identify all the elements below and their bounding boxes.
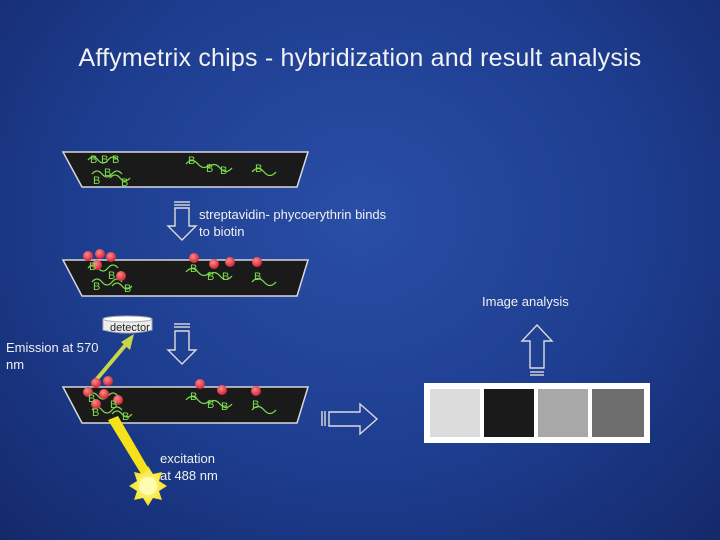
biotin-label: B bbox=[252, 399, 259, 411]
phycoerythrin-dot bbox=[106, 252, 116, 262]
probe-strand bbox=[111, 410, 133, 418]
probe-strand bbox=[251, 405, 277, 415]
down-arrow-icon bbox=[166, 201, 198, 241]
biotin-label: B bbox=[88, 393, 95, 405]
chip-2-phycoerythrin bbox=[83, 249, 262, 281]
biotin-label: B bbox=[221, 401, 228, 413]
emission-arrow-icon bbox=[94, 334, 134, 382]
result-cell bbox=[592, 389, 644, 437]
chip-1: B B B B B B B B B B bbox=[61, 151, 310, 189]
phycoerythrin-dot bbox=[209, 259, 219, 269]
phycoerythrin-dot bbox=[225, 257, 235, 267]
result-image-bar bbox=[424, 383, 650, 443]
biotin-label: B bbox=[255, 163, 262, 175]
chip-3: B B B B B B B B bbox=[61, 376, 310, 424]
biotin-label: B bbox=[93, 175, 100, 187]
biotin-label: B bbox=[92, 407, 99, 419]
emission-line1: Emission at 570 bbox=[6, 340, 99, 355]
probe-strand bbox=[185, 159, 211, 169]
phycoerythrin-dot bbox=[113, 395, 123, 405]
phycoerythrin-dot bbox=[195, 379, 205, 389]
biotin-label: B bbox=[207, 399, 214, 411]
phycoerythrin-dot bbox=[252, 257, 262, 267]
biotin-label: B bbox=[190, 263, 197, 275]
excitation-label: excitation at 488 nm bbox=[160, 450, 218, 484]
probe-strand bbox=[109, 174, 131, 182]
chip-3-body bbox=[61, 386, 310, 424]
up-arrow-icon bbox=[520, 323, 554, 376]
biotin-label: B bbox=[122, 411, 129, 423]
chip-2-biotin-labels: B B B B B B B B bbox=[89, 261, 261, 295]
chip-2: B B B B B B B B bbox=[61, 249, 310, 297]
slide-title: Affymetrix chips - hybridization and res… bbox=[78, 44, 642, 72]
excitation-beam bbox=[108, 416, 154, 482]
biotin-label: B bbox=[89, 261, 96, 273]
phycoerythrin-dot bbox=[217, 385, 227, 395]
probe-strand bbox=[207, 399, 233, 409]
phycoerythrin-dot bbox=[91, 378, 101, 388]
phycoerythrin-dot bbox=[251, 386, 261, 396]
result-cell bbox=[538, 389, 588, 437]
emission-line2: nm bbox=[6, 357, 25, 372]
result-cell bbox=[430, 389, 480, 437]
excitation-line1: excitation bbox=[160, 451, 215, 466]
emission-label: Emission at 570 nm bbox=[6, 339, 99, 373]
chip-1-body bbox=[61, 151, 310, 188]
result-cell bbox=[484, 389, 534, 437]
probe-strand bbox=[251, 277, 277, 287]
biotin-label: B bbox=[93, 281, 100, 293]
chip-3-phycoerythrin bbox=[83, 376, 261, 409]
phycoerythrin-dot bbox=[95, 249, 105, 259]
biotin-label: B bbox=[110, 399, 117, 411]
biotin-label: B bbox=[222, 271, 229, 283]
biotin-label: B bbox=[190, 391, 197, 403]
probe-strand bbox=[111, 282, 133, 290]
excitation-line2: at 488 nm bbox=[160, 468, 218, 483]
detector-label: detector bbox=[110, 322, 150, 334]
phycoerythrin-dot bbox=[83, 387, 93, 397]
probe-strand bbox=[87, 392, 119, 400]
chip-3-biotin-labels: B B B B B B B B bbox=[88, 391, 259, 423]
down-arrow-icon bbox=[166, 323, 198, 365]
biotin-label: B bbox=[90, 154, 97, 166]
biotin-label: B bbox=[188, 155, 195, 167]
biotin-label: B bbox=[124, 283, 131, 295]
probe-strand bbox=[87, 156, 119, 164]
biotin-label: B bbox=[207, 271, 214, 283]
biotin-label: B bbox=[220, 165, 227, 177]
phycoerythrin-dot bbox=[103, 376, 113, 386]
phycoerythrin-dot bbox=[91, 399, 101, 409]
sun-icon bbox=[129, 466, 167, 506]
probe-strand bbox=[251, 167, 277, 177]
phycoerythrin-dot bbox=[116, 271, 126, 281]
chip-1-probes bbox=[87, 156, 277, 182]
biotin-label: B bbox=[254, 271, 261, 283]
probe-strand bbox=[207, 163, 233, 173]
detector-icon: detector bbox=[102, 315, 153, 334]
phycoerythrin-dot bbox=[92, 260, 102, 270]
biotin-label: B bbox=[104, 167, 111, 179]
streptavidin-label: streptavidin- phycoerythrin binds to bio… bbox=[199, 206, 386, 240]
chip-1-biotin-labels: B B B B B B B B B B bbox=[90, 154, 262, 189]
probe-strand bbox=[91, 170, 123, 178]
biotin-label: B bbox=[121, 177, 128, 189]
biotin-label: B bbox=[101, 154, 108, 166]
streptavidin-line2: to biotin bbox=[199, 224, 245, 239]
probe-strand bbox=[207, 271, 233, 281]
biotin-label: B bbox=[206, 163, 213, 175]
probe-strand bbox=[185, 395, 211, 405]
biotin-label: B bbox=[108, 270, 115, 282]
probe-strand bbox=[185, 267, 211, 277]
phycoerythrin-dot bbox=[99, 389, 109, 399]
right-arrow-icon bbox=[321, 402, 379, 436]
phycoerythrin-dot bbox=[83, 251, 93, 261]
phycoerythrin-dot bbox=[189, 253, 199, 263]
image-analysis-label: Image analysis bbox=[482, 294, 569, 309]
streptavidin-line1: streptavidin- phycoerythrin binds bbox=[199, 207, 387, 222]
biotin-label: B bbox=[112, 154, 119, 166]
